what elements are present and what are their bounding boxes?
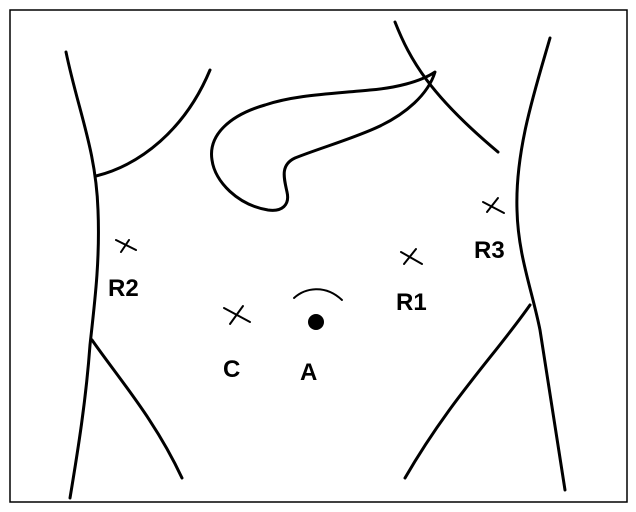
label-a: A <box>300 359 317 386</box>
port-c-marker <box>224 306 250 324</box>
port-r2-marker <box>116 240 136 252</box>
right-hip-line <box>405 305 530 478</box>
left-hip-line <box>92 340 182 478</box>
left-flank-line <box>66 52 98 498</box>
label-r2: R2 <box>108 275 139 302</box>
port-r1-marker <box>401 249 422 264</box>
port-a-dot <box>308 314 324 330</box>
umbilicus-arc <box>294 289 342 300</box>
right-rib-margin-line <box>395 22 498 152</box>
stomach-outline <box>212 72 435 210</box>
figure-frame <box>10 10 627 502</box>
label-r3: R3 <box>474 237 505 264</box>
label-c: C <box>223 356 240 383</box>
port-r3-marker <box>483 198 504 213</box>
label-r1: R1 <box>396 289 427 316</box>
left-rib-margin-line <box>96 70 210 176</box>
right-flank-line <box>517 38 565 490</box>
